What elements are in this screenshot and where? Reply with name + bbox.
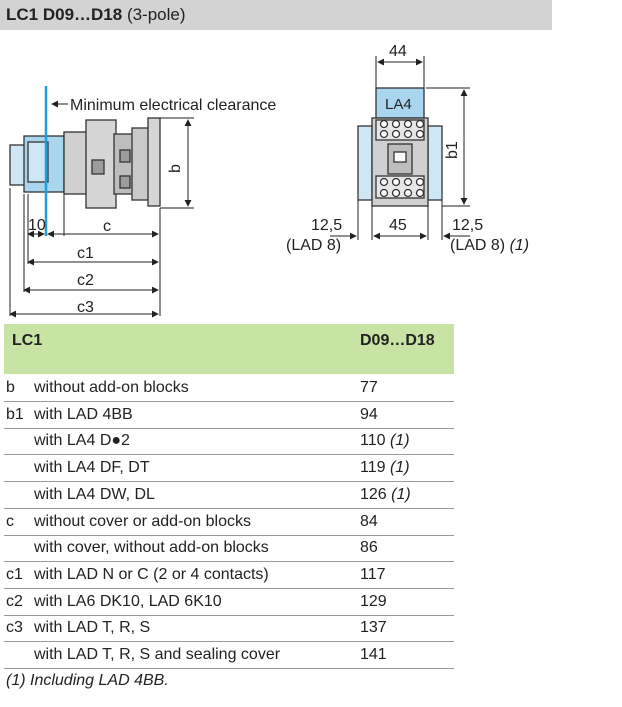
row-value-number: 84: [360, 512, 378, 530]
dim-b1-label: b1: [444, 141, 461, 159]
row-value: 110 (1): [360, 432, 410, 450]
row-value-number: 86: [360, 539, 378, 557]
row-value: 94: [360, 406, 378, 424]
row-description: without add-on blocks: [34, 379, 189, 396]
row-value-number: 77: [360, 379, 378, 396]
row-description: with LA4 DW, DL: [34, 485, 155, 503]
table-row: c1 with LAD N or C (2 or 4 contacts) 117: [4, 562, 454, 589]
row-value: 84: [360, 513, 378, 531]
title-model: LC1 D09…D18: [6, 5, 123, 24]
row-value-number: 126: [360, 485, 387, 503]
row-description: without cover or add-on blocks: [34, 512, 251, 530]
dim-c1-label: c1: [77, 245, 94, 262]
row-value: 119 (1): [360, 459, 410, 477]
row-description: with LA4 D●2: [34, 432, 130, 450]
row-value-note: (1): [389, 432, 410, 450]
table-row: with LA4 DW, DL 126 (1): [4, 482, 454, 509]
row-value-number: 141: [360, 646, 387, 663]
dimension-drawing: Minimum electrical clearance b 10 c c1 c…: [9, 43, 529, 318]
row-description: with LA4 DF, DT: [34, 459, 150, 477]
row-value: 86: [360, 539, 378, 557]
row-description: with LAD T, R, S and sealing cover: [34, 646, 281, 663]
table-row: b without add-on blocks 77: [4, 375, 454, 402]
row-value-number: 110: [360, 432, 386, 450]
table-header-range: D09…D18: [360, 332, 435, 349]
row-value-note: (1): [391, 485, 411, 503]
table-row: c2 with LA6 DK10, LAD 6K10 129: [4, 589, 454, 616]
dim-right-sub: (LAD 8): [450, 237, 505, 254]
row-description: with LAD N or C (2 or 4 contacts): [34, 565, 269, 583]
dim-45-label: 45: [389, 217, 407, 234]
front-view-contactor: [357, 87, 443, 207]
svg-text:(LAD 8) (1): (LAD 8) (1): [450, 237, 529, 254]
row-value: 129: [360, 593, 387, 611]
dim-44-label: 44: [389, 43, 407, 60]
footnote: (1) Including LAD 4BB.: [6, 672, 169, 689]
row-code: c2: [6, 592, 23, 610]
dim-10-label: 10: [28, 217, 46, 234]
row-value-number: 137: [360, 619, 387, 637]
dim-c-label: c: [103, 218, 111, 235]
dim-right-note: (1): [510, 237, 530, 254]
table-header-lc1: LC1: [12, 332, 43, 349]
table-row: with LA4 DF, DT 119 (1): [4, 455, 454, 483]
row-code: c3: [6, 619, 23, 637]
title-bar: LC1 D09…D18 (3-pole): [0, 0, 552, 30]
clearance-label: Minimum electrical clearance: [70, 97, 276, 114]
table-row: with cover, without add-on blocks 86: [4, 535, 454, 563]
row-code: b: [6, 379, 15, 396]
row-description: with LAD T, R, S: [34, 619, 151, 637]
row-description: with LA6 DK10, LAD 6K10: [34, 592, 222, 610]
row-value: 126 (1): [360, 486, 411, 504]
row-value-note: (1): [389, 459, 410, 477]
row-description: with LAD 4BB: [34, 405, 133, 423]
table-row: c3 with LAD T, R, S 137: [4, 615, 454, 643]
dim-left-sub: (LAD 8): [286, 237, 341, 254]
la4-label: LA4: [385, 96, 412, 113]
row-description: with cover, without add-on blocks: [34, 539, 269, 557]
dim-c2-label: c2: [77, 272, 94, 289]
table-row: b1 with LAD 4BB 94: [4, 402, 454, 429]
side-view-contactor: [9, 117, 161, 209]
row-value-number: 94: [360, 405, 378, 423]
table-row: with LA4 D●2 110 (1): [4, 428, 454, 456]
dim-right-label: 12,5: [452, 217, 483, 234]
row-code: c: [6, 512, 14, 530]
table-row: c without cover or add-on blocks 84: [4, 509, 454, 536]
row-value-number: 117: [360, 565, 386, 583]
row-value: 117: [360, 566, 386, 584]
row-value: 137: [360, 619, 387, 637]
row-value-number: 119: [360, 459, 386, 477]
row-code: b1: [6, 405, 24, 423]
table-row: with LAD T, R, S and sealing cover 141: [4, 642, 454, 669]
dim-b-label: b: [167, 164, 184, 173]
dim-left-label: 12,5: [311, 217, 342, 234]
row-value-number: 129: [360, 592, 387, 610]
row-code: c1: [6, 565, 23, 583]
table-header: LC1 D09…D18: [4, 324, 454, 374]
row-value: 77: [360, 379, 378, 397]
row-value: 141: [360, 646, 387, 664]
dim-c3-label: c3: [77, 299, 94, 316]
page-title: LC1 D09…D18 (3-pole): [6, 5, 186, 25]
title-pole: (3-pole): [122, 5, 186, 24]
